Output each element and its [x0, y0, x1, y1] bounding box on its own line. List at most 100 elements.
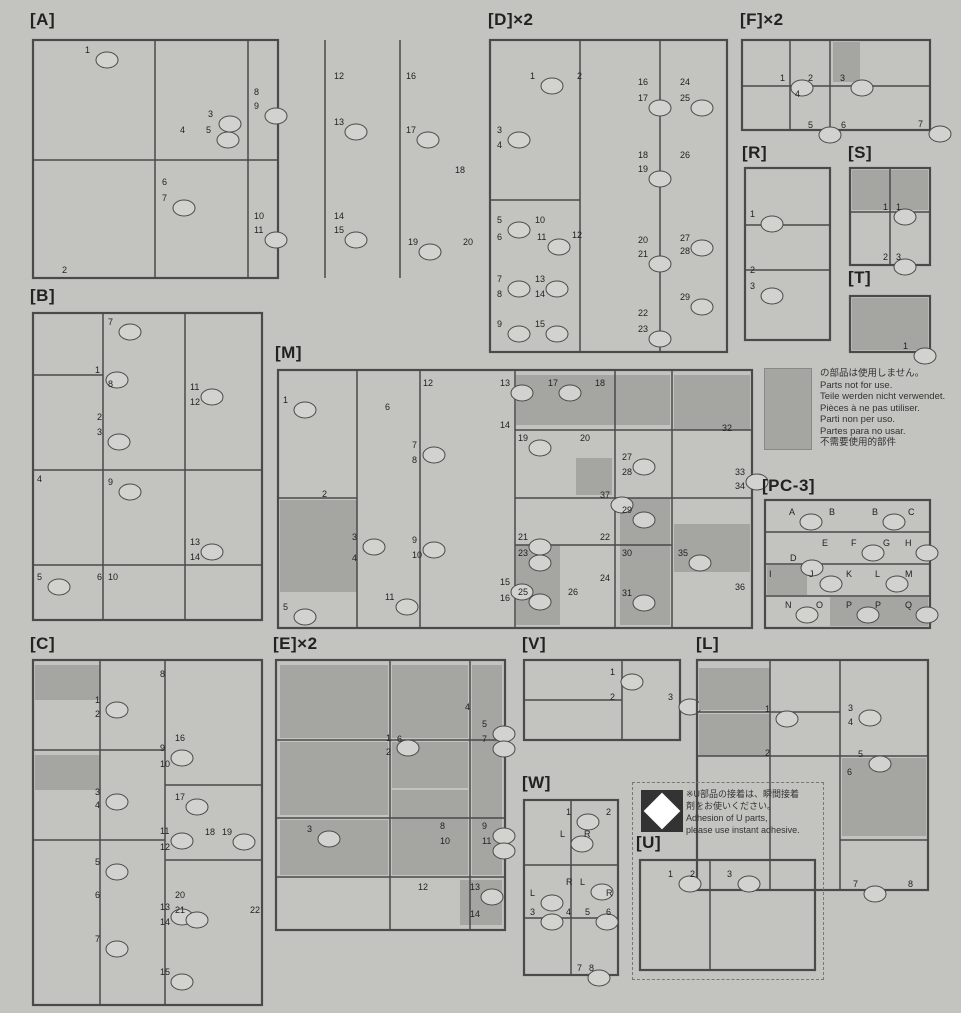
legend-line: Pièces à ne pas utiliser.	[820, 402, 920, 414]
part-shape	[688, 554, 712, 572]
part-number-d: 26	[680, 150, 691, 160]
part-shape	[547, 238, 571, 256]
part-shape	[528, 538, 552, 556]
part-number-pc: L	[875, 569, 881, 579]
legend-line: Teile werden nicht verwendet.	[820, 391, 946, 402]
runner-m-title: [M]	[275, 343, 302, 362]
runner-c-frame	[31, 658, 264, 1007]
part-number-pc: O	[816, 600, 824, 610]
part-number-a: 20	[463, 237, 474, 247]
part-shape	[200, 388, 224, 406]
part-shape	[510, 384, 534, 402]
part-number-pc: G	[883, 538, 891, 548]
part-number-d: 24	[680, 77, 691, 87]
part-number-d: 22	[638, 308, 649, 318]
part-number-f: 6	[841, 120, 847, 130]
part-number-m: 22	[600, 532, 611, 542]
part-shape	[172, 199, 196, 217]
part-number-m: 4	[352, 553, 358, 563]
part-shape	[507, 325, 531, 343]
part-number-m: 30	[622, 548, 633, 558]
part-number-c: 12	[160, 842, 171, 852]
note-line: Adhesion of U parts,	[686, 813, 768, 823]
part-number-pc: M	[905, 569, 913, 579]
part-shape	[587, 969, 611, 987]
part-number-d: 25	[680, 93, 691, 103]
part-number-pc: A	[789, 507, 796, 517]
caution-diamond-icon	[641, 790, 683, 832]
part-number-b: 3	[97, 427, 103, 437]
unused-part-area	[833, 42, 860, 82]
part-number-m: 28	[622, 467, 633, 477]
unused-part-area	[674, 524, 750, 572]
part-number-u: 3	[727, 869, 733, 879]
unused-part-area	[830, 597, 928, 626]
part-number-b: 12	[190, 397, 201, 407]
part-number-e: 1	[386, 733, 392, 743]
part-number-pc: P	[846, 600, 853, 610]
part-number-m: 3	[352, 532, 358, 542]
part-number-r: 1	[750, 209, 756, 219]
unused-part-area	[767, 565, 807, 595]
part-number-d: 1	[530, 71, 536, 81]
part-number-e: 10	[440, 836, 451, 846]
unused-part-area	[280, 500, 357, 592]
part-shape	[170, 749, 194, 767]
part-number-pc: P	[875, 600, 882, 610]
part-number-d: 19	[638, 164, 649, 174]
part-number-m: 32	[722, 423, 733, 433]
part-number-c: 19	[222, 827, 233, 837]
part-shape	[858, 709, 882, 727]
part-number-a: 17	[406, 125, 417, 135]
part-number-c: 3	[95, 787, 101, 797]
part-number-e: 6	[397, 734, 403, 744]
part-number-m: 5	[283, 602, 289, 612]
part-shape	[216, 131, 240, 149]
part-number-c: 7	[95, 934, 101, 944]
runner-t-frame	[848, 294, 932, 354]
part-number-l: 5	[858, 749, 864, 759]
part-shape	[800, 559, 824, 577]
part-shape	[868, 755, 892, 773]
part-number-u: 1	[668, 869, 674, 879]
part-shape	[648, 170, 672, 188]
legend-line: の部品は使用しません。	[820, 368, 925, 379]
part-number-c: 17	[175, 792, 186, 802]
part-shape	[47, 578, 71, 596]
part-shape	[610, 496, 634, 514]
part-number-m: 21	[518, 532, 529, 542]
part-number-s: 1	[883, 202, 889, 212]
part-number-c: 9	[160, 743, 166, 753]
part-shape	[818, 126, 842, 144]
part-number-a: 18	[455, 165, 466, 175]
part-number-pc: B	[829, 507, 836, 517]
part-number-b: 14	[190, 552, 201, 562]
part-number-f: 7	[918, 119, 924, 129]
part-number-d: 13	[535, 274, 546, 284]
part-number-v: 2	[610, 692, 616, 702]
part-number-w: 2	[606, 807, 612, 817]
part-number-w: 8	[589, 963, 595, 973]
part-number-d: 17	[638, 93, 649, 103]
part-shape	[540, 913, 564, 931]
part-shape	[690, 239, 714, 257]
part-number-m: 1	[283, 395, 289, 405]
part-number-v: 3	[668, 692, 674, 702]
part-number-f: 1	[780, 73, 786, 83]
part-number-b: 8	[108, 379, 114, 389]
part-shape	[795, 606, 819, 624]
part-number-d: 16	[638, 77, 649, 87]
part-number-b: 7	[108, 317, 114, 327]
part-shape	[105, 940, 129, 958]
part-number-f: 5	[808, 120, 814, 130]
part-shape	[913, 347, 937, 365]
part-number-l: 7	[853, 879, 859, 889]
part-number-a: 13	[334, 117, 345, 127]
part-shape	[545, 325, 569, 343]
part-number-a: 10	[254, 211, 265, 221]
part-number-d: 7	[497, 274, 503, 284]
part-shape	[882, 513, 906, 531]
part-number-a: 19	[408, 237, 419, 247]
part-shape	[480, 888, 504, 906]
part-number-pc: J	[809, 569, 814, 579]
